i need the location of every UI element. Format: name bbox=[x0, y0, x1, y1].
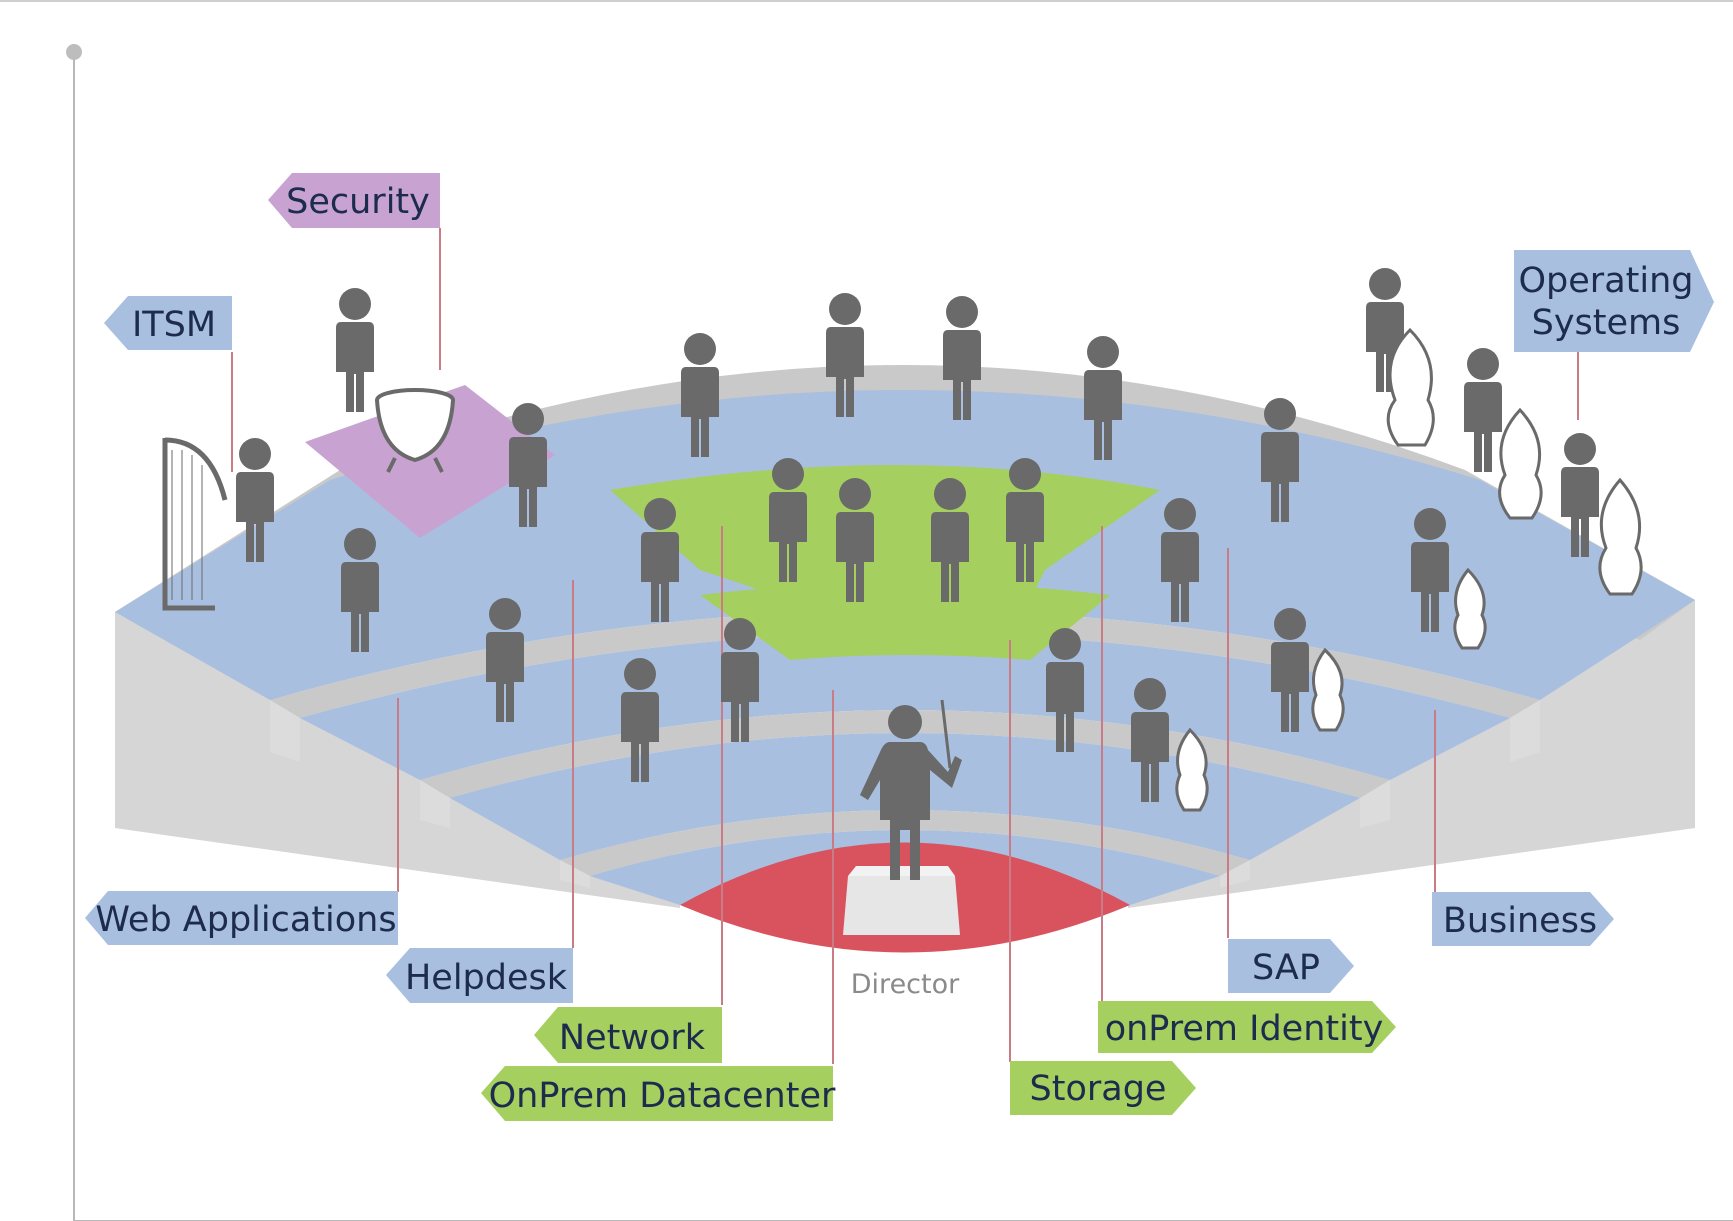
director-podium bbox=[843, 876, 960, 935]
sap-tag: SAP bbox=[1228, 939, 1354, 993]
musician-figure bbox=[1464, 348, 1502, 472]
operating-systems-tag-line-2: Systems bbox=[1532, 303, 1681, 343]
aisle-3 bbox=[560, 810, 1250, 876]
business-tag-label: Business bbox=[1443, 901, 1597, 941]
musician-figure bbox=[336, 288, 374, 412]
aisle-1 bbox=[270, 610, 1540, 718]
security-tag: Security bbox=[268, 173, 440, 228]
director-label: Director bbox=[851, 969, 960, 1000]
storage-tag-label: Storage bbox=[1030, 1069, 1167, 1109]
tags: Security ITSM Operating Systems Web Appl… bbox=[85, 173, 1714, 1121]
onprem-datacenter-tag: OnPrem Datacenter bbox=[481, 1066, 836, 1121]
onprem-identity-tag: onPrem Identity bbox=[1098, 1001, 1396, 1053]
sap-tag-label: SAP bbox=[1252, 948, 1320, 988]
helpdesk-tag: Helpdesk bbox=[386, 948, 573, 1003]
harp-icon bbox=[162, 437, 228, 611]
leader-lines bbox=[231, 228, 1579, 1064]
zone-percussion bbox=[305, 385, 555, 538]
storage-tag: Storage bbox=[1010, 1061, 1196, 1115]
operating-systems-tag-line-1: Operating bbox=[1519, 261, 1694, 301]
onprem-datacenter-tag-label: OnPrem Datacenter bbox=[489, 1076, 836, 1116]
platform bbox=[115, 365, 1695, 953]
web-applications-tag-label: Web Applications bbox=[95, 900, 396, 940]
itsm-tag: ITSM bbox=[104, 296, 232, 350]
onprem-identity-tag-label: onPrem Identity bbox=[1105, 1009, 1384, 1049]
operating-systems-tag: Operating Systems bbox=[1514, 250, 1714, 352]
network-tag-label: Network bbox=[559, 1018, 706, 1058]
bass-instruments bbox=[1175, 327, 1643, 812]
web-applications-tag: Web Applications bbox=[85, 891, 398, 945]
director-figure bbox=[860, 699, 962, 880]
itsm-tag-label: ITSM bbox=[132, 305, 216, 345]
security-tag-label: Security bbox=[286, 182, 430, 222]
helpdesk-tag-label: Helpdesk bbox=[405, 958, 568, 998]
business-tag: Business bbox=[1432, 892, 1614, 946]
frame-handle-dot bbox=[66, 44, 82, 60]
timpani-icon bbox=[375, 388, 455, 473]
network-tag: Network bbox=[534, 1007, 722, 1063]
zone-strings-center bbox=[700, 582, 1110, 660]
